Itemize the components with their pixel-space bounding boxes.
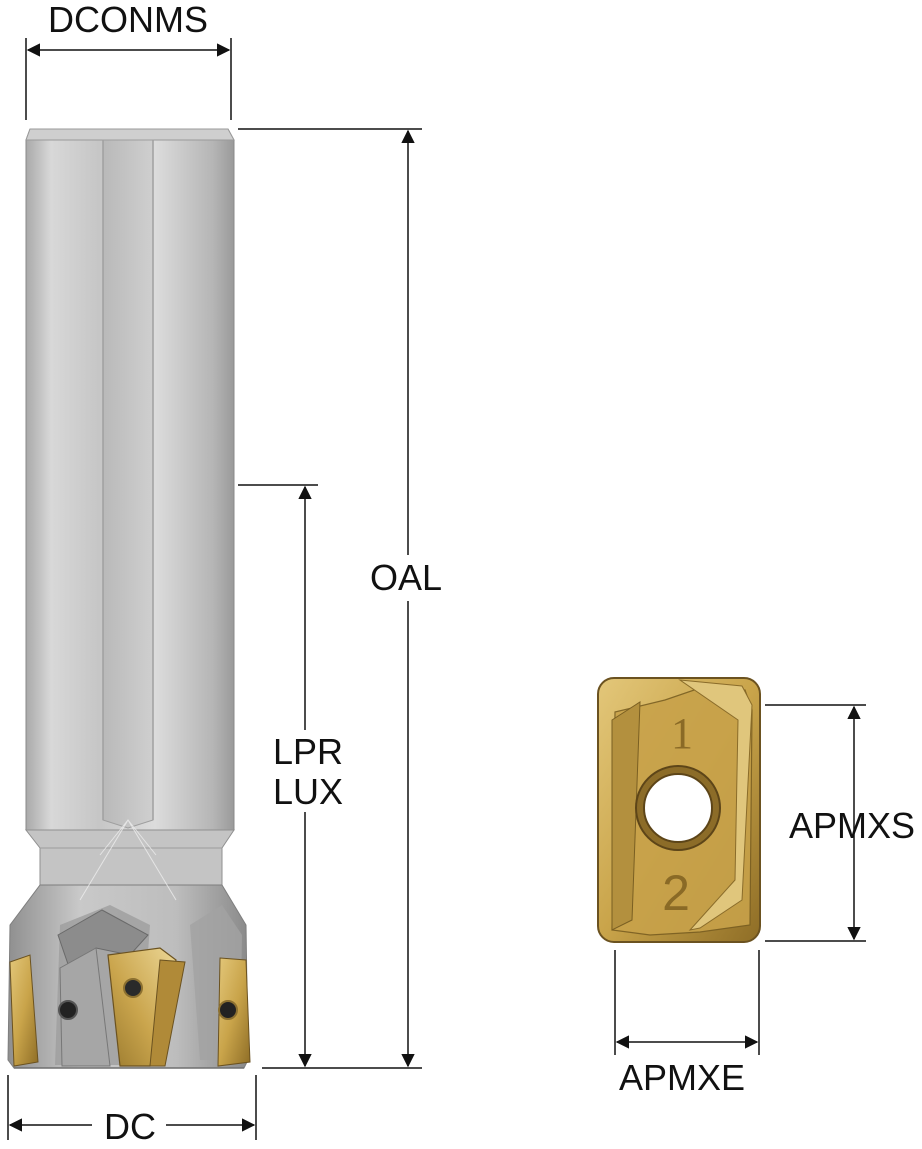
end-mill-body bbox=[7, 128, 251, 1069]
label-apmxs: APMXS bbox=[789, 805, 915, 846]
insert-edge-mark-2: 2 bbox=[662, 865, 690, 921]
shank-flat bbox=[102, 139, 154, 829]
insert-edge-mark-1: 1 bbox=[671, 709, 693, 758]
insert-screw-right bbox=[218, 1000, 238, 1020]
label-oal: OAL bbox=[370, 557, 442, 598]
label-dc: DC bbox=[104, 1106, 156, 1147]
label-dconms: DCONMS bbox=[48, 0, 208, 40]
label-apmxe: APMXE bbox=[619, 1057, 745, 1098]
insert-screw-center bbox=[123, 978, 143, 998]
insert-detail: 1 2 bbox=[597, 677, 761, 943]
label-lpr: LPR bbox=[273, 731, 343, 772]
cutter-insert-left bbox=[9, 954, 39, 1067]
label-lux: LUX bbox=[273, 771, 343, 812]
clamp-screw bbox=[58, 1000, 78, 1020]
